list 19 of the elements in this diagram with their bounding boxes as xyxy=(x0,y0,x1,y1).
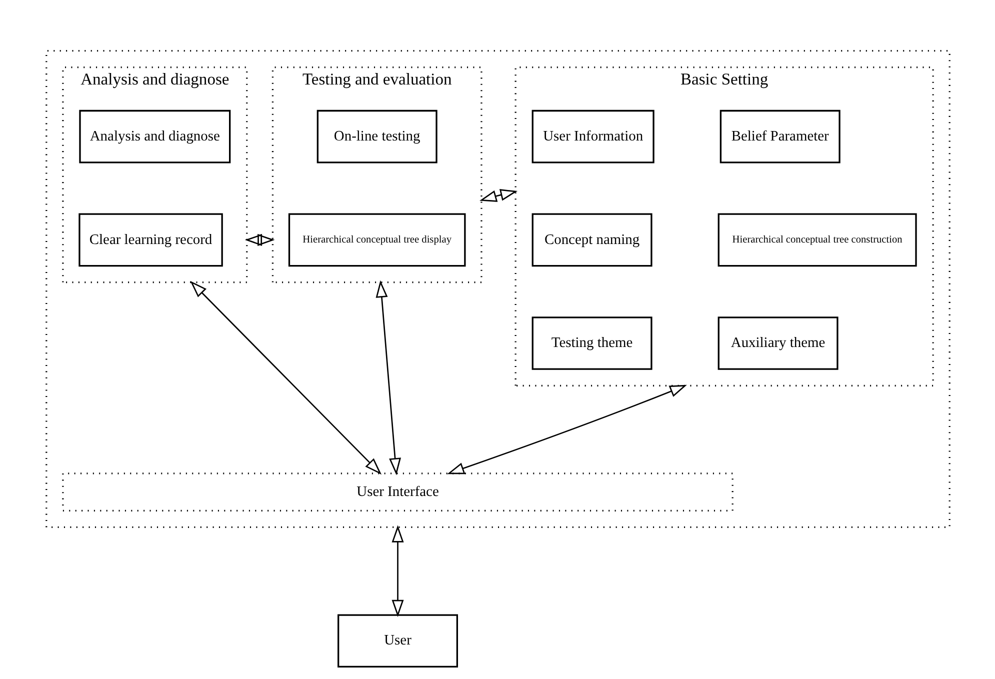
node-box: User xyxy=(337,614,458,668)
node-box: Analysis and diagnose xyxy=(78,110,230,164)
arrow xyxy=(375,280,401,476)
arrow xyxy=(190,280,382,475)
node-box: Belief Parameter xyxy=(719,110,840,164)
node-box: User Information xyxy=(531,110,654,164)
node-box: User Interface xyxy=(62,472,733,512)
cluster xyxy=(45,50,950,528)
node-box: Concept naming xyxy=(531,213,652,267)
node-box: Testing theme xyxy=(531,316,652,370)
arrow xyxy=(391,525,404,618)
arrow xyxy=(479,189,518,202)
node-box: Clear learning record xyxy=(78,213,222,267)
arrow xyxy=(446,384,686,474)
arrow xyxy=(244,234,274,246)
node-box: Hierarchical conceptual tree construction xyxy=(717,213,916,267)
node-box: On-line testing xyxy=(316,110,437,164)
node-box: Hierarchical conceptual tree display xyxy=(288,213,466,267)
node-box: Auxiliary theme xyxy=(717,316,838,370)
